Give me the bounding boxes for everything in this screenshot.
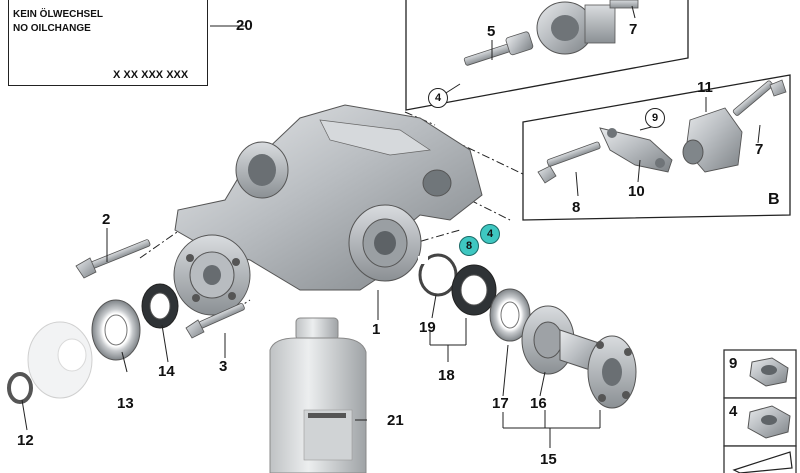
rubber-mount-part-7 [536, 0, 639, 55]
bolt-part-2 [75, 239, 151, 279]
washer-part-17 [489, 288, 531, 342]
snap-ring-part-19 [418, 253, 458, 297]
differential-housing-part-1 [174, 104, 483, 291]
output-shaft-part-16 [521, 305, 637, 409]
label-line-2: NO OILCHANGE [13, 23, 91, 34]
part-number-19: 19 [419, 319, 436, 336]
part-number-11: 11 [697, 79, 713, 96]
washer-part-13 [91, 299, 141, 361]
legend-arrow-icon [732, 451, 793, 473]
mount-bolt-part-5 [463, 31, 534, 66]
flange-nut-icon-4 [747, 405, 791, 439]
part-number-5: 5 [487, 23, 496, 40]
output-flange-left [173, 234, 251, 316]
callout-circle-4: 4 [428, 88, 448, 108]
part-number-12: 12 [17, 432, 34, 449]
mount-part-11 [682, 107, 743, 173]
part-number-20: 20 [236, 17, 253, 34]
part-number-21: 21 [387, 412, 404, 429]
oil-bottle-part-21 [269, 317, 367, 473]
part-number-18: 18 [438, 367, 455, 384]
ring-part-12 [7, 372, 33, 404]
seal-part-14 [141, 283, 179, 329]
bolt-part-3 [185, 303, 245, 339]
part-number-10: 10 [628, 183, 645, 200]
bracket-part-10 [599, 127, 673, 173]
label-line-1: KEIN ÖLWECHSEL [13, 9, 104, 20]
part-number-8: 8 [572, 199, 581, 216]
callout-teal-4: 4 [480, 224, 500, 244]
part-number-7-top: 7 [629, 21, 638, 38]
legend-number-9: 9 [729, 355, 738, 372]
bolt-part-8 [537, 141, 601, 184]
inset-frame-top [405, 0, 689, 111]
callout-teal-8: 8 [459, 236, 479, 256]
seal-part-18 [451, 264, 497, 316]
part-number-13: 13 [117, 395, 134, 412]
inset-label-b: B [768, 191, 780, 208]
legend-number-4: 4 [729, 403, 738, 420]
hex-nut-icon-9 [749, 357, 789, 387]
part-number-14: 14 [158, 363, 175, 380]
bolt-part-7-inset [732, 79, 787, 116]
part-number-3: 3 [219, 358, 228, 375]
label-part-code: X XX XXX XXX [113, 69, 189, 81]
ghost-flange [27, 321, 93, 399]
part-number-17: 17 [492, 395, 509, 412]
part-number-7-inset: 7 [755, 141, 764, 158]
part-number-15: 15 [540, 451, 557, 468]
callout-circle-9: 9 [645, 108, 665, 128]
no-oilchange-label: KEIN ÖLWECHSEL NO OILCHANGE X XX XXX XXX [8, 0, 208, 86]
part-number-1: 1 [372, 321, 381, 338]
part-number-2: 2 [102, 211, 111, 228]
part-number-16: 16 [530, 395, 547, 412]
